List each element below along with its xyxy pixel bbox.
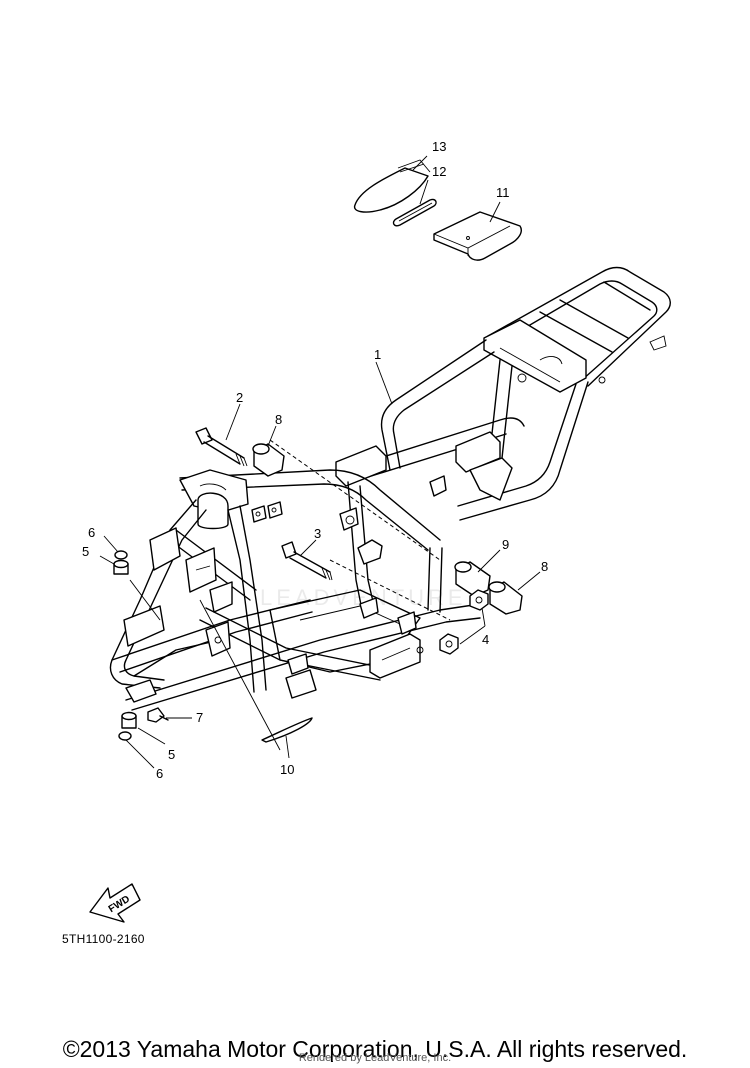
part-9-sleeve[interactable] [454, 561, 491, 597]
part-5-collar-upper[interactable] [113, 559, 129, 575]
part-13-pad[interactable] [353, 159, 431, 213]
fwd-arrow-icon: FWD [89, 883, 141, 923]
part-11-bag[interactable] [433, 211, 522, 261]
part-1-frame[interactable] [109, 266, 671, 711]
part-6-oring-upper[interactable] [114, 550, 128, 560]
part-4-nut-lower[interactable] [439, 633, 459, 655]
part-5-collar-lower[interactable] [121, 711, 137, 729]
rendered-by-text: Rendered by LeadVenture, Inc. [298, 1052, 452, 1064]
leader-lines [99, 155, 541, 769]
callout-5-upper: 5 [82, 544, 89, 559]
part-8-collar-upper[interactable] [252, 443, 285, 477]
copyright-text: ©2013 Yamaha Motor Corporation, U.S.A. A… [62, 1036, 688, 1062]
callout-2: 2 [236, 390, 243, 405]
callout-6-lower: 6 [156, 766, 163, 781]
part-4-nut-upper[interactable] [469, 589, 489, 611]
part-10-plate[interactable] [261, 717, 313, 743]
callout-6-upper: 6 [88, 525, 95, 540]
callout-4: 4 [482, 632, 489, 647]
callout-labels: 13 12 11 1 2 8 3 9 8 4 6 5 7 5 6 10 [82, 139, 548, 781]
callout-9: 9 [502, 537, 509, 552]
callout-1: 1 [374, 347, 381, 362]
callout-3: 3 [314, 526, 321, 541]
callout-8-right: 8 [541, 559, 548, 574]
part-6-oring-lower[interactable] [118, 731, 132, 741]
callout-12: 12 [432, 164, 446, 179]
callout-7: 7 [196, 710, 203, 725]
callout-5-lower: 5 [168, 747, 175, 762]
callout-13: 13 [432, 139, 446, 154]
part-7-bolt[interactable] [147, 707, 169, 723]
part-8-collar-right[interactable] [488, 581, 523, 615]
alignment-line-lower [329, 559, 451, 621]
part-12-band[interactable] [392, 198, 437, 227]
callout-10: 10 [280, 762, 294, 777]
callout-8-upper: 8 [275, 412, 282, 427]
part-2-bolt[interactable] [195, 427, 248, 467]
part-code: 5TH1100-2160 [62, 932, 145, 946]
part-3-bolt[interactable] [281, 541, 333, 581]
callout-11: 11 [496, 185, 510, 200]
